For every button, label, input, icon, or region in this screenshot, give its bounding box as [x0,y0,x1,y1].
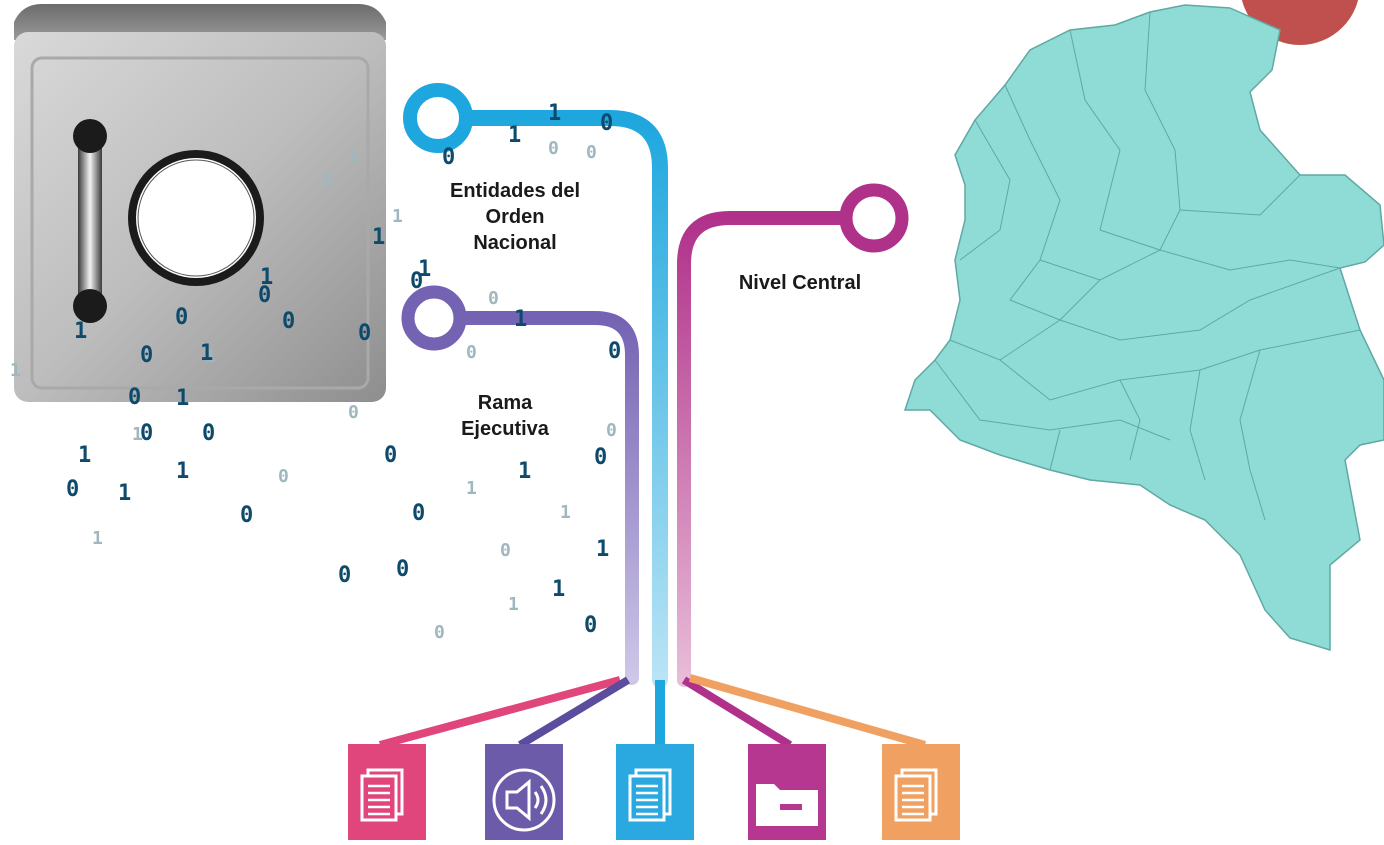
binary-digit: 1 [92,528,103,549]
binary-digit: 1 [74,319,87,344]
binary-digit: 1 [10,360,21,381]
binary-digit: 0 [338,563,351,588]
binary-digit: 0 [600,111,613,136]
label-entidades: Entidades del Orden Nacional [430,178,600,256]
document-icon [882,744,960,840]
binary-digit: 1 [132,424,143,445]
connector-lines [378,83,927,749]
file-type-icons [348,744,960,840]
binary-digit: 0 [66,477,79,502]
binary-digit: 0 [240,503,253,528]
binary-digit: 1 [348,146,359,167]
binary-digit: 1 [508,594,519,615]
label-rama-line-2: Ejecutiva [461,418,549,440]
binary-digit: 1 [508,123,521,148]
binary-digit: 0 [396,557,409,582]
binary-digit: 1 [392,206,403,227]
label-entidades-line-1: Entidades del [449,180,581,202]
binary-digit: 0 [358,321,371,346]
node-circle-nivel [839,183,909,253]
binary-digit: 0 [282,309,295,334]
binary-digit: 1 [552,577,565,602]
binary-digit: 1 [514,307,527,332]
binary-digit: 1 [118,481,131,506]
binary-digit: 1 [176,459,189,484]
document-icon [348,744,426,840]
binary-digit: 0 [584,613,597,638]
binary-digit: 1 [176,386,189,411]
binary-digit: 0 [594,445,607,470]
binary-digit: 1 [260,265,273,290]
binary-digit: 1 [596,537,609,562]
binary-digit: 1 [372,225,385,250]
binary-digit: 0 [410,269,423,294]
binary-digit: 0 [278,466,289,487]
binary-digit: 0 [384,443,397,468]
binary-digit: 0 [322,170,333,191]
label-entidades-line-2: Orden [485,206,545,228]
binary-digit: 0 [608,339,621,364]
binary-digit: 1 [560,502,571,523]
binary-digit: 0 [175,305,188,330]
binary-digit: 0 [140,343,153,368]
binary-digit: 1 [466,478,477,499]
safe-illustration [14,4,386,402]
binary-digit: 0 [606,420,617,441]
colombia-map [903,4,1384,652]
binary-digit: 0 [548,138,559,159]
label-rama-line-1: Rama [477,392,533,414]
speaker-icon [485,744,563,840]
binary-digit: 0 [488,288,499,309]
binary-digit: 0 [258,283,271,308]
binary-digit: 1 [518,459,531,484]
node-circle-rama [401,285,467,351]
binary-digit: 1 [78,443,91,468]
node-circle-entidades [403,83,473,153]
binary-digit: 0 [412,501,425,526]
document-icon [616,744,694,840]
binary-digit: 0 [586,142,597,163]
binary-digit: 0 [128,385,141,410]
binary-digit: 1 [418,257,431,282]
binary-digit: 0 [442,145,455,170]
binary-digit: 0 [466,342,477,363]
binary-digit: 0 [348,402,359,423]
binary-digit: 0 [434,622,445,643]
folder-icon [748,744,826,840]
label-entidades-line-3: Nacional [473,232,557,254]
binary-digit: 0 [500,540,511,561]
binary-digit: 1 [200,341,213,366]
binary-digit: 0 [140,421,153,446]
binary-digit: 1 [548,101,561,126]
label-nivel-central: Nivel Central [738,272,862,294]
binary-digit: 0 [202,421,215,446]
binary-digit: 1 [205,346,216,367]
label-rama: Rama Ejecutiva [440,390,570,442]
